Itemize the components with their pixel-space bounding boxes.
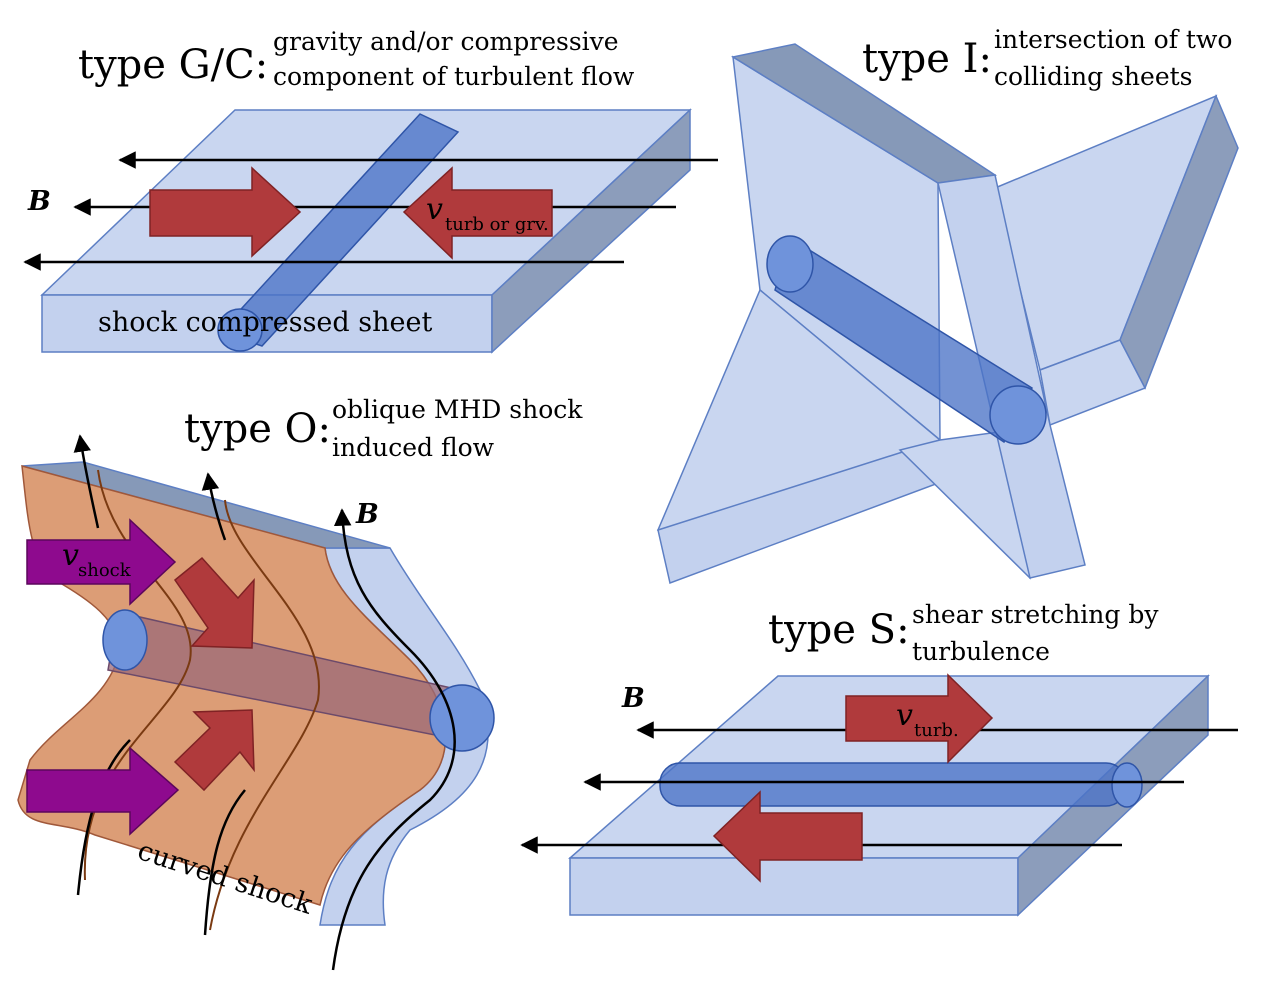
s-b-label: B <box>621 683 645 714</box>
i-desc-line2: colliding sheets <box>994 62 1193 91</box>
o-shock-arrow-bottom <box>26 746 180 836</box>
panel-type-i: type I: intersection of two colliding sh… <box>656 25 1239 585</box>
o-desc-line2: induced flow <box>332 433 495 462</box>
gc-flow-arrow-left <box>402 166 553 260</box>
o-velocity-subscript: shock <box>78 560 132 581</box>
gc-desc-line2: component of turbulent flow <box>273 62 635 91</box>
i-filament-back-end <box>766 235 814 293</box>
s-velocity-symbol: v <box>896 698 913 733</box>
o-field-line <box>331 508 456 971</box>
o-title: type O: <box>184 406 331 452</box>
i-desc-line1: intersection of two <box>994 25 1232 54</box>
s-desc-line2: turbulence <box>912 637 1050 666</box>
panel-type-s: B v turb. type S: shear stretching by tu… <box>520 600 1238 917</box>
s-filament-end <box>1111 762 1143 808</box>
o-flow-arrow-up <box>173 709 255 792</box>
i-filament-end <box>989 385 1047 445</box>
gc-desc-line1: gravity and/or compressive <box>273 27 619 56</box>
o-shock-arrow-top <box>26 518 177 606</box>
s-filament <box>659 762 1127 807</box>
o-filament-end <box>429 684 495 752</box>
gc-velocity-symbol: v <box>426 192 443 227</box>
s-velocity-subscript: turb. <box>914 720 959 741</box>
panel-type-o: B v shock curved shock type O: oblique M… <box>17 395 583 971</box>
gc-title: type G/C: <box>78 42 268 88</box>
o-desc-line1: oblique MHD shock <box>332 395 583 424</box>
o-flow-arrow-down <box>173 556 255 649</box>
o-field-line <box>73 434 100 529</box>
o-field-line-hidden <box>209 499 320 931</box>
o-filament-back-end <box>102 609 148 671</box>
i-title: type I: <box>862 36 992 82</box>
o-velocity-symbol: v <box>62 538 79 573</box>
gc-b-label: B <box>27 186 51 217</box>
gc-filament-end <box>217 308 263 352</box>
o-field-line <box>203 789 246 936</box>
s-sheet-front <box>569 857 1019 916</box>
s-flow-arrow-right <box>845 673 994 764</box>
o-b-label: B <box>355 499 379 530</box>
s-title: type S: <box>768 607 910 653</box>
gc-flow-arrow-right <box>149 166 302 258</box>
panel-type-gc: B v turb or grv. shock compressed sheet … <box>23 27 718 354</box>
s-flow-arrow-left <box>712 790 863 883</box>
gc-velocity-subscript: turb or grv. <box>445 214 549 235</box>
s-desc-line1: shear stretching by <box>912 600 1159 629</box>
gc-sheet-label: shock compressed sheet <box>98 307 432 338</box>
o-field-line <box>201 472 227 541</box>
gc-sheet-side <box>491 108 691 354</box>
